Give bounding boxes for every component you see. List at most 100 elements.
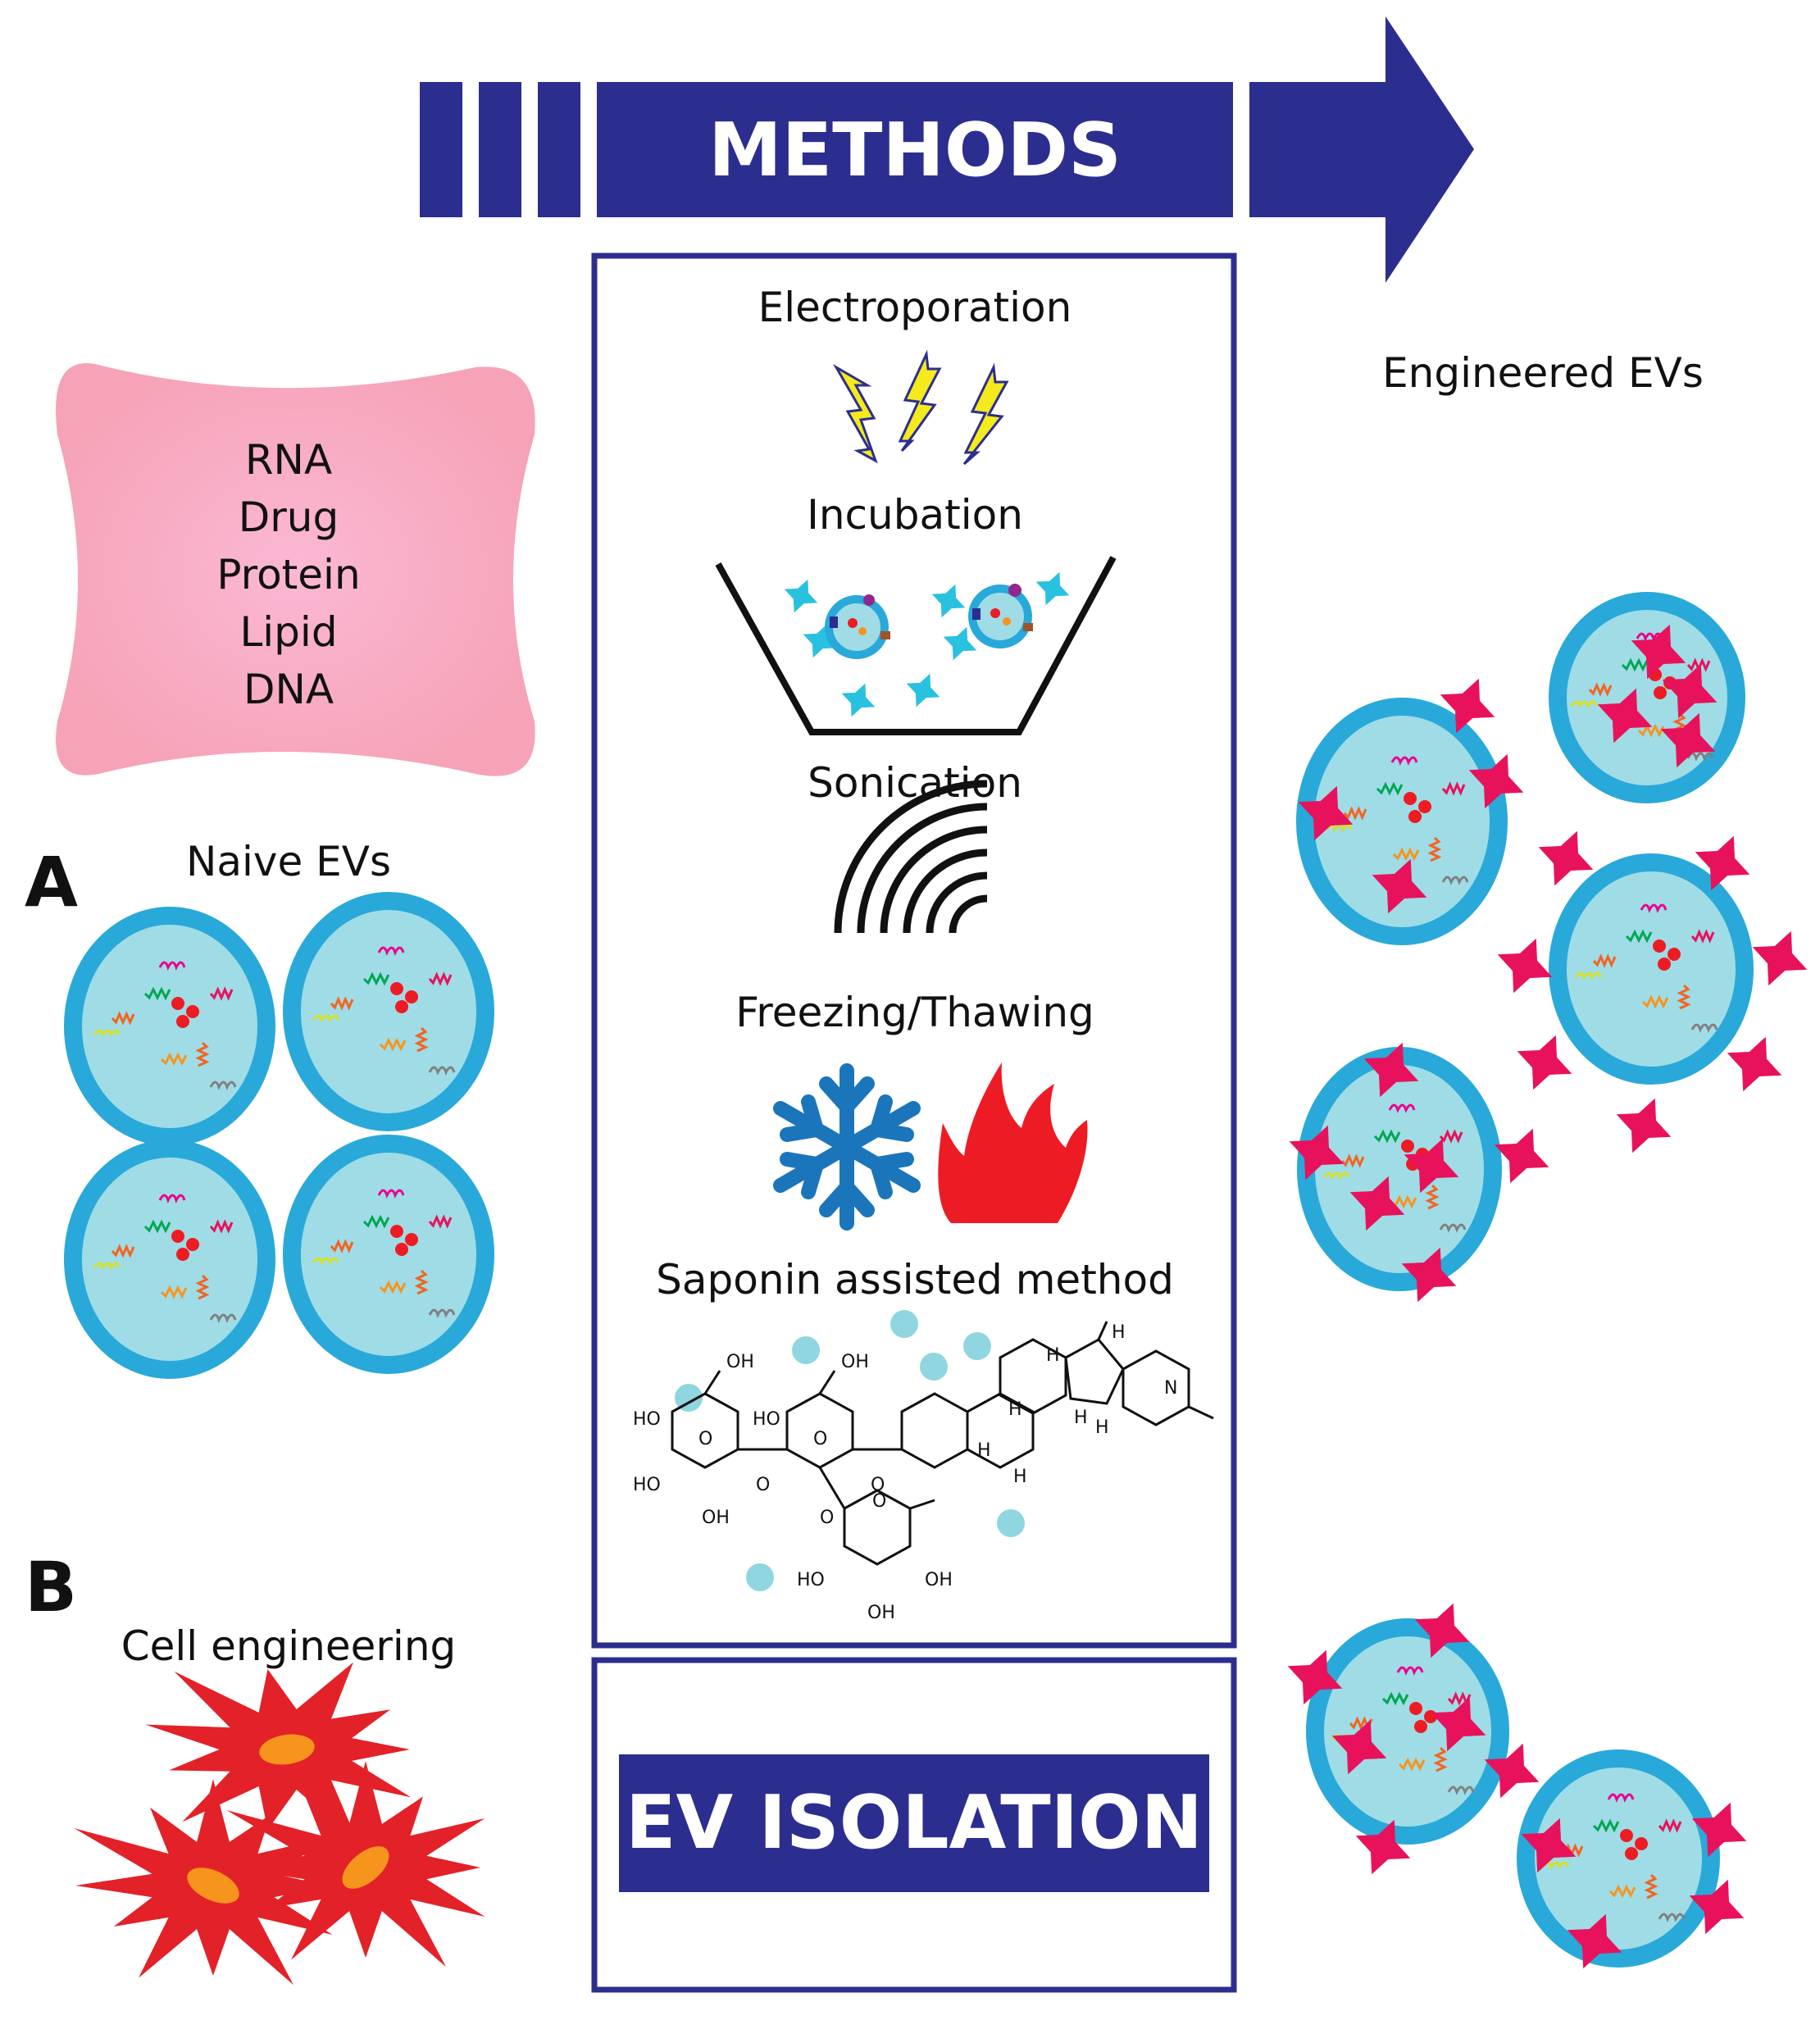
incubated-ev	[968, 584, 1033, 648]
nucleic-acid-strand	[1425, 1184, 1440, 1210]
nucleic-acid-strand	[1625, 929, 1653, 944]
membrane-protein	[1396, 1666, 1424, 1676]
sugar-ring	[843, 1489, 912, 1566]
ev-membrane	[968, 585, 1032, 648]
steroid-ring	[1064, 1338, 1125, 1405]
chem-label: O	[698, 1429, 712, 1449]
nucleic-acid-strand	[1441, 781, 1466, 796]
cargo-dot	[1654, 686, 1667, 699]
membrane-protein	[1570, 700, 1598, 709]
engineered-cargo-star	[1331, 1719, 1387, 1775]
nucleic-acid-strand	[379, 1280, 407, 1294]
cargo-dot	[1003, 617, 1011, 626]
snowflake-icon	[773, 1063, 921, 1231]
dish-outline	[715, 556, 1117, 735]
vesicle-membrane	[283, 892, 494, 1131]
cargo-dot	[395, 1000, 408, 1013]
chem-label: OH	[841, 1352, 869, 1372]
chem-label: H	[1013, 1467, 1027, 1487]
engineered-cargo-star	[1440, 678, 1495, 734]
membrane-protein	[1686, 752, 1714, 762]
incubation-dish-icon	[715, 556, 1117, 735]
naive-evs-group	[64, 892, 494, 1379]
chem-label: OH	[867, 1603, 895, 1623]
banner-stripe	[420, 82, 462, 217]
cargo-star	[803, 624, 837, 658]
snowflake-branch	[819, 1176, 875, 1217]
engineered-cargo-star	[1401, 1247, 1457, 1303]
membrane-protein	[93, 1262, 121, 1271]
nucleic-acid-strand	[362, 971, 390, 986]
engineered-cargo-star	[1538, 830, 1594, 886]
nucleic-acid-strand	[1433, 1746, 1448, 1772]
engineered-cargo-star	[1414, 1603, 1470, 1658]
nucleic-acid-strand	[1592, 953, 1617, 968]
membrane-protein	[1574, 971, 1602, 980]
cell-nucleus	[259, 1734, 315, 1765]
nucleic-acid-strand	[160, 1285, 188, 1299]
chem-label: N	[1164, 1378, 1177, 1399]
method-label-saponin: Saponin assisted method	[656, 1256, 1174, 1303]
membrane-protein	[1658, 1913, 1686, 1922]
nucleic-acid-strand	[1376, 781, 1404, 796]
snowflake-branch	[819, 1076, 875, 1118]
lightning-bolts-icon	[832, 349, 1009, 466]
chem-label: OH	[726, 1352, 754, 1372]
engineered-cargo-star	[1567, 1913, 1622, 1969]
method-label-freezing-thawing: Freezing/Thawing	[735, 989, 1094, 1036]
nucleic-acid-strand	[111, 1244, 135, 1258]
snowflake-arm	[773, 1101, 921, 1193]
snowflake-branch	[780, 1094, 826, 1142]
saponin-micelle	[963, 1332, 991, 1360]
chem-label: H	[1074, 1408, 1088, 1428]
cargo-dot	[395, 1243, 408, 1256]
chem-label: OH	[702, 1508, 730, 1528]
sound-wave	[880, 826, 988, 934]
cargo-item: Lipid	[239, 608, 337, 656]
engineered-cargo-star	[1298, 785, 1354, 841]
membrane-protein	[1325, 824, 1353, 833]
chem-label: O	[820, 1508, 834, 1528]
cargo-dot	[405, 990, 418, 1003]
cargo-star	[1035, 571, 1070, 606]
nucleic-acid-strand	[143, 986, 171, 1001]
cargo-dot	[1401, 1140, 1414, 1153]
method-label-electroporation: Electroporation	[758, 284, 1072, 331]
nucleic-acid-strand	[1373, 1129, 1401, 1144]
nucleic-acid-strand	[1608, 1884, 1636, 1899]
chem-label: O	[756, 1475, 770, 1495]
nucleic-acid-strand	[195, 1274, 210, 1300]
nucleic-acid-strand	[379, 1037, 407, 1052]
lightning-bolt	[898, 349, 942, 453]
engineered-cell	[226, 1761, 485, 1968]
cargo-dot	[1668, 948, 1681, 961]
engineered-cargo-star	[1691, 1802, 1747, 1858]
cargo-dot	[1418, 800, 1431, 813]
cargo-item: DNA	[243, 666, 334, 713]
surface-marker	[830, 616, 838, 628]
surface-marker	[880, 631, 890, 639]
extracellular-vesicle	[1296, 698, 1508, 945]
cargo-dot	[990, 608, 1000, 618]
engineered-cargo-star	[1727, 1036, 1782, 1092]
vesicle-membrane	[64, 1140, 275, 1379]
banner-body	[597, 82, 1233, 217]
nucleic-acid-strand	[362, 1214, 390, 1229]
nucleic-acid-strand	[414, 1269, 429, 1295]
membrane-protein	[312, 1257, 339, 1266]
cargo-star	[931, 584, 966, 618]
isolation-box	[591, 1657, 1237, 1993]
chem-label: O	[871, 1475, 885, 1495]
naive-evs-label: Naive EVs	[186, 838, 391, 885]
membrane-protein	[209, 1313, 237, 1323]
nucleic-acid-strand	[1658, 1818, 1682, 1833]
bond	[703, 1370, 721, 1394]
chem-label: H	[1112, 1322, 1126, 1343]
flame-icon	[938, 1062, 1088, 1223]
bond	[1097, 1321, 1108, 1340]
membrane-protein	[1441, 876, 1469, 885]
chemical-bonds	[671, 1321, 1214, 1566]
cargo-star	[906, 673, 940, 707]
cargo-star	[784, 579, 818, 613]
